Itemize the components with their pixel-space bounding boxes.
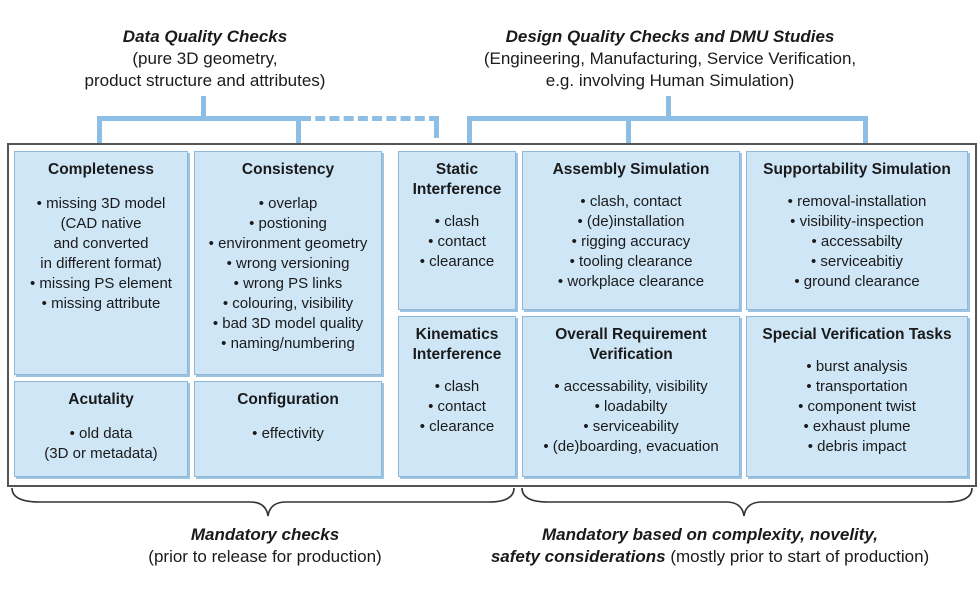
cell-kinematics-title-line1: Kinematics xyxy=(415,326,499,343)
cell-completeness: Completeness • missing 3D model (CAD nat… xyxy=(14,151,188,375)
cell-completeness-title: Completeness xyxy=(48,161,154,178)
cell-static-title-line1: Static xyxy=(435,161,479,178)
list-item: • clash xyxy=(434,378,480,395)
list-item: • contact xyxy=(428,398,486,415)
list-item: • (de)boarding, evacuation xyxy=(543,438,719,455)
header-data-quality: Data Quality Checks (pure 3D geometry, p… xyxy=(40,26,370,92)
list-item: • ground clearance xyxy=(794,273,920,290)
header-design-quality-sub1: (Engineering, Manufacturing, Service Ver… xyxy=(483,49,857,68)
header-design-quality-title: Design Quality Checks and DMU Studies xyxy=(505,27,835,46)
list-item: • colouring, visibility xyxy=(222,295,354,312)
cell-consistency: Consistency • overlap • postioning • env… xyxy=(194,151,382,375)
footer-right-title-line1: Mandatory based on complexity, novelity, xyxy=(542,525,878,544)
list-item: • rigging accuracy xyxy=(571,233,691,250)
list-item: • exhaust plume xyxy=(803,418,911,435)
connector-left-drop-2 xyxy=(296,116,301,145)
list-item: • accessability, visibility xyxy=(554,378,708,395)
list-item: • clearance xyxy=(419,253,495,270)
list-item: • wrong PS links xyxy=(233,275,343,292)
footer-right-sub: (mostly prior to start of production) xyxy=(665,547,930,566)
cell-supportability-simulation: Supportability Simulation • removal-inst… xyxy=(746,151,968,310)
cell-special-verification-title: Special Verification Tasks xyxy=(762,326,952,343)
list-item: and converted xyxy=(53,235,149,252)
connector-right-drop-1 xyxy=(467,116,472,145)
list-item: • debris impact xyxy=(807,438,907,455)
list-item: • missing PS element xyxy=(30,275,172,292)
header-design-quality-sub2: e.g. involving Human Simulation) xyxy=(545,71,795,90)
footer-left-sub: (prior to release for production) xyxy=(148,547,382,566)
connector-right-vertical-top xyxy=(666,96,671,120)
cell-kinematics-title-line2: Interference xyxy=(412,346,502,363)
list-item: • tooling clearance xyxy=(569,253,693,270)
list-item: • bad 3D model quality xyxy=(212,315,364,332)
list-item: (CAD native xyxy=(60,215,142,232)
connector-right-drop-2 xyxy=(626,116,631,145)
footer-right-title-line2: safety considerations xyxy=(490,547,666,566)
cell-static-interference: Static Interference • clash • contact • … xyxy=(398,151,516,310)
cell-configuration: Configuration • effectivity xyxy=(194,381,382,477)
list-item: • clearance xyxy=(419,418,495,435)
list-item: • (de)installation xyxy=(577,213,685,230)
cell-consistency-title: Consistency xyxy=(241,161,335,178)
list-item: • missing attribute xyxy=(41,295,161,312)
cell-assembly-simulation: Assembly Simulation • clash, contact • (… xyxy=(522,151,740,310)
cell-supportability-simulation-title: Supportability Simulation xyxy=(763,161,951,178)
cell-acutality-title: Acutality xyxy=(68,391,134,408)
list-item: • clash, contact xyxy=(580,193,682,210)
list-item: • missing 3D model xyxy=(36,195,166,212)
header-data-quality-sub2: product structure and attributes) xyxy=(84,71,326,90)
list-item: (3D or metadata) xyxy=(44,445,158,462)
list-item: • environment geometry xyxy=(208,235,368,252)
cell-overall-requirement-verification: Overall Requirement Verification • acces… xyxy=(522,316,740,477)
connector-right-drop-3 xyxy=(863,116,868,145)
list-item: • component twist xyxy=(798,398,916,415)
cell-overall-title-line2: Verification xyxy=(589,346,673,363)
connector-left-horizontal xyxy=(97,116,301,121)
cell-overall-requirement-title: Overall Requirement Verification xyxy=(523,325,739,365)
list-item: • transportation xyxy=(806,378,908,395)
connector-dashed xyxy=(301,116,439,121)
cell-assembly-simulation-title: Assembly Simulation xyxy=(552,161,710,178)
list-item: • loadabilty xyxy=(594,398,668,415)
connector-left-drop-1 xyxy=(97,116,102,145)
footer-mandatory-based: Mandatory based on complexity, novelity,… xyxy=(440,524,980,568)
list-item: • effectivity xyxy=(252,425,324,442)
list-item: • overlap xyxy=(258,195,318,212)
brace-right-path xyxy=(521,487,973,517)
footer-mandatory-checks: Mandatory checks (prior to release for p… xyxy=(90,524,440,568)
cell-special-verification-tasks: Special Verification Tasks • burst analy… xyxy=(746,316,968,477)
cell-kinematics-interference: Kinematics Interference • clash • contac… xyxy=(398,316,516,477)
cell-overall-title-line1: Overall Requirement xyxy=(555,326,707,343)
cell-configuration-title: Configuration xyxy=(237,391,339,408)
cell-acutality: Acutality • old data (3D or metadata) xyxy=(14,381,188,477)
list-item: • visibility-inspection xyxy=(790,213,924,230)
footer-left-title: Mandatory checks xyxy=(190,525,340,544)
list-item: • serviceability xyxy=(583,418,679,435)
header-design-quality: Design Quality Checks and DMU Studies (E… xyxy=(440,26,900,92)
list-item: • removal-installation xyxy=(787,193,927,210)
list-item: • accessabilty xyxy=(811,233,903,250)
list-item: • burst analysis xyxy=(806,358,908,375)
brace-left-path xyxy=(11,487,515,517)
header-data-quality-sub1: (pure 3D geometry, xyxy=(132,49,278,68)
list-item: • contact xyxy=(428,233,486,250)
cell-static-title-line2: Interference xyxy=(412,181,502,198)
header-data-quality-title: Data Quality Checks xyxy=(122,27,288,46)
list-item: • old data xyxy=(69,425,133,442)
list-item: • naming/numbering xyxy=(221,335,355,352)
connector-left-vertical-top xyxy=(201,96,206,120)
list-item: in different format) xyxy=(40,255,162,272)
list-item: • serviceabitiy xyxy=(811,253,903,270)
connector-right-horizontal xyxy=(467,116,868,121)
list-item: • postioning xyxy=(249,215,327,232)
cell-kinematics-interference-title: Kinematics Interference xyxy=(399,325,515,365)
list-item: • clash xyxy=(434,213,480,230)
list-item: • wrong versioning xyxy=(226,255,350,272)
list-item: • workplace clearance xyxy=(557,273,705,290)
cell-static-interference-title: Static Interference xyxy=(399,160,515,200)
connector-dashed-drop xyxy=(434,120,439,138)
